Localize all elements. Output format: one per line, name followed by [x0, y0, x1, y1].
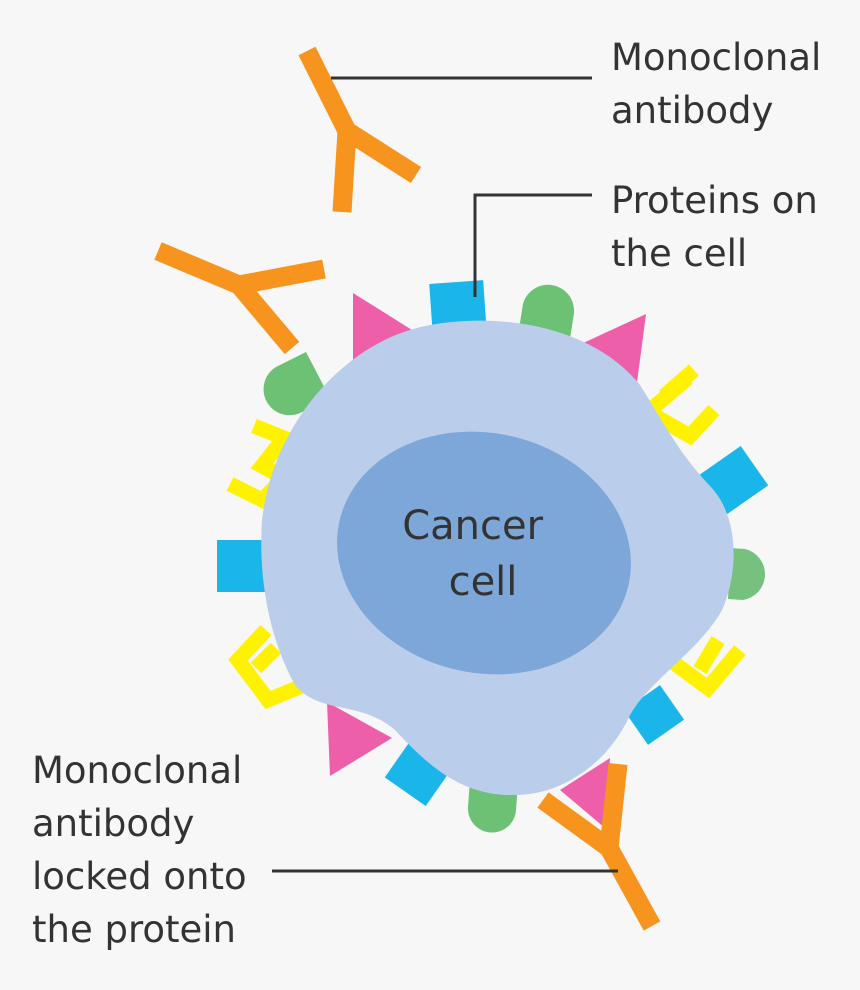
protein-triangle	[560, 758, 610, 828]
protein-round	[728, 548, 766, 600]
surface-proteins	[217, 280, 769, 833]
protein-cup	[659, 364, 699, 402]
label-line: the protein	[32, 908, 237, 951]
cancer-cell-label-line1: Cancer	[402, 503, 543, 549]
label-line: the cell	[611, 232, 748, 275]
label-proteins-on-cell: Proteins on the cell	[611, 174, 818, 280]
protein-cup	[693, 636, 725, 674]
protein-triangle	[327, 702, 392, 776]
label-line: antibody	[32, 802, 195, 845]
label-monoclonal-antibody: Monoclonal antibody	[611, 31, 821, 137]
label-line: antibody	[611, 89, 774, 132]
label-line: Monoclonal	[611, 36, 822, 79]
label-line: locked onto	[32, 855, 247, 898]
antibody-free-top	[298, 46, 422, 213]
protein-cup	[228, 624, 305, 710]
label-line: Monoclonal	[32, 749, 243, 792]
leader-lines	[272, 76, 618, 873]
label-line: Proteins on	[611, 179, 818, 222]
label-antibody-locked-onto-protein: Monoclonal antibody locked onto the prot…	[32, 744, 247, 956]
cancer-cell-label-line2: cell	[449, 559, 518, 605]
antibody-free-left	[154, 242, 326, 355]
cancer-cell-label: Cancer cell	[402, 503, 556, 605]
protein-triangle	[353, 293, 412, 362]
antibody-bound	[537, 762, 661, 931]
protein-triangle	[581, 314, 646, 390]
cell-nucleus	[337, 431, 631, 675]
leader-line-proteins	[473, 193, 592, 297]
protein-cup	[250, 642, 282, 674]
protein-square	[217, 540, 267, 592]
